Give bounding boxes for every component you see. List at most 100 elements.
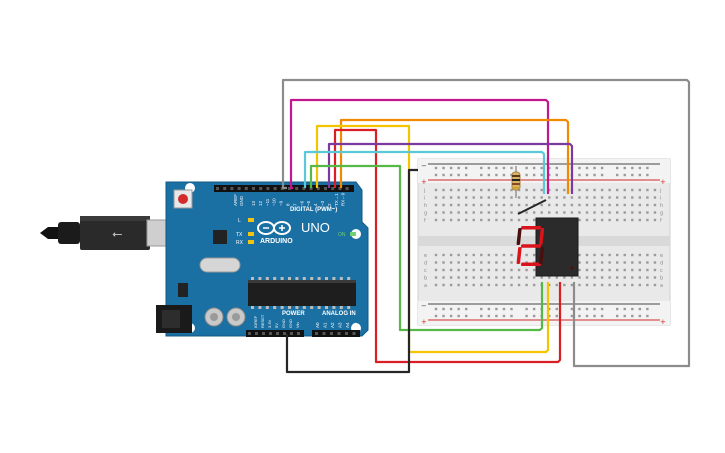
header-pin-hole[interactable] <box>230 187 234 190</box>
rx-label: RX <box>236 240 244 246</box>
header-pin-hole[interactable] <box>309 187 313 190</box>
svg-text:a: a <box>660 283 663 289</box>
header-pin-hole[interactable] <box>259 187 263 190</box>
wire-black <box>285 168 418 374</box>
power-pin-label: 5V <box>274 323 279 328</box>
header-pin-hole[interactable] <box>266 187 270 190</box>
svg-text:f: f <box>424 218 426 224</box>
header-pin-hole[interactable] <box>331 187 335 190</box>
header-pin-hole[interactable] <box>237 187 241 190</box>
header-pin-hole[interactable] <box>338 187 342 190</box>
breadboard-holes <box>434 166 657 318</box>
analog-pin-label: A4 <box>345 322 350 328</box>
header-pin-hole[interactable] <box>223 187 227 190</box>
header-pin-hole[interactable] <box>297 332 300 335</box>
analog-header[interactable] <box>312 330 360 337</box>
rx-led <box>248 240 254 244</box>
header-pin-hole[interactable] <box>244 187 248 190</box>
decimal-point <box>570 266 574 270</box>
header-pin-hole[interactable] <box>216 187 219 190</box>
svg-text:b: b <box>424 276 427 282</box>
digital-pin-label: ~6 <box>299 200 304 206</box>
svg-text:d: d <box>424 261 427 267</box>
usb-cable[interactable]: ⭠ <box>40 216 174 250</box>
atmega-chip <box>248 280 356 306</box>
header-pin-hole[interactable] <box>248 332 251 335</box>
svg-text:i: i <box>660 196 661 202</box>
segment-f <box>516 228 522 245</box>
reset-button-cap[interactable] <box>178 194 188 204</box>
svg-text:g: g <box>424 211 427 217</box>
l-label: L <box>238 218 241 224</box>
header-pin-hole[interactable] <box>330 332 333 335</box>
wires[interactable] <box>281 78 691 374</box>
tx-led <box>248 232 254 236</box>
header-pin-hole[interactable] <box>262 332 265 335</box>
on-label: ON <box>338 232 346 238</box>
header-pin-hole[interactable] <box>276 332 279 335</box>
power-header[interactable] <box>246 330 304 337</box>
header-pin-hole[interactable] <box>345 332 348 335</box>
header-pin-hole[interactable] <box>322 332 326 335</box>
digital-pin-label: ~5 <box>306 200 311 206</box>
usb-chip <box>213 230 227 244</box>
digital-pin-label: RX←0 <box>341 192 346 206</box>
header-pin-hole[interactable] <box>273 187 277 190</box>
analog-pin-label: A5 <box>353 322 358 328</box>
svg-text:e: e <box>424 253 427 259</box>
l-led <box>248 218 254 222</box>
digital-pin-label: 12 <box>258 200 263 206</box>
wire-red <box>333 128 562 364</box>
digital-pin-label: ~11 <box>265 198 270 206</box>
svg-text:b: b <box>660 276 663 282</box>
svg-text:f: f <box>660 218 662 224</box>
digital-pin-label: ~10 <box>272 198 277 206</box>
svg-text:j: j <box>659 188 661 194</box>
power-pin-label: GND <box>281 319 286 328</box>
segment-e <box>516 247 522 264</box>
svg-text:d: d <box>660 261 663 267</box>
plus-icon: + <box>421 178 427 186</box>
crystal-oscillator <box>199 257 241 273</box>
header-pin-hole[interactable] <box>316 187 320 190</box>
header-pin-hole[interactable] <box>255 332 258 335</box>
header-pin-hole[interactable] <box>290 332 293 335</box>
header-pin-hole[interactable] <box>302 187 306 190</box>
segment-d <box>520 262 542 266</box>
analog-pin-label: A1 <box>323 322 328 328</box>
power-pin-label: GND <box>288 319 293 328</box>
model-label: UNO <box>301 220 330 235</box>
digital-pin-label: 2 <box>327 203 332 206</box>
header-pin-hole[interactable] <box>345 187 349 190</box>
resistor[interactable] <box>511 166 521 198</box>
header-pin-hole[interactable] <box>283 332 286 335</box>
header-pin-hole[interactable] <box>269 332 272 335</box>
plus-icon: + <box>421 318 427 326</box>
header-pin-hole[interactable] <box>252 187 255 190</box>
svg-text:j: j <box>423 188 425 194</box>
minus-icon: − <box>421 162 427 170</box>
power-label: POWER <box>282 311 305 317</box>
header-pin-hole[interactable] <box>295 187 299 190</box>
analog-pin-label: A3 <box>338 322 343 328</box>
power-pin-label: RESET <box>260 314 265 328</box>
header-pin-hole[interactable] <box>288 187 291 190</box>
seven-segment-display[interactable]: 2 <box>0 0 579 277</box>
svg-text:c: c <box>660 268 663 274</box>
header-pin-hole[interactable] <box>352 332 356 335</box>
header-pin-hole[interactable] <box>315 332 318 335</box>
digital-pin-label: 7 <box>292 203 297 206</box>
header-pin-hole[interactable] <box>337 332 341 335</box>
wire-purple <box>327 142 574 194</box>
analog-pin-label: A2 <box>330 322 335 328</box>
segment-a <box>520 226 542 230</box>
arduino-logo-icon <box>257 221 291 235</box>
header-pin-hole[interactable] <box>324 187 327 190</box>
digital-pin-label: 13 <box>251 200 256 206</box>
svg-text:e: e <box>660 253 663 259</box>
digital-pin-label: 4 <box>313 203 318 206</box>
